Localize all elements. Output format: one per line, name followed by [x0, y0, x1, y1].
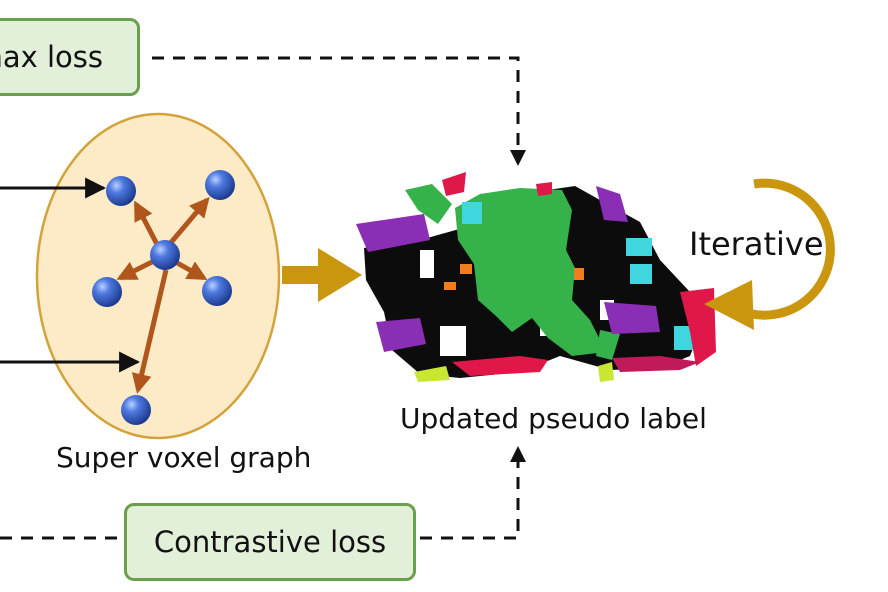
- contrastive-loss-box: Contrastive loss: [124, 503, 416, 581]
- contrastive-loss-label: Contrastive loss: [153, 525, 387, 559]
- dashed-arrowhead-bottom: [510, 446, 526, 462]
- sphere-node-icon: [121, 395, 151, 425]
- circular-arrow-icon: [751, 178, 835, 320]
- dashed-arrowhead-top: [510, 150, 526, 166]
- updated-label-caption: Updated pseudo label: [400, 402, 707, 435]
- big-arrow-icon: [282, 248, 362, 302]
- iterative-caption: Iterative: [689, 225, 824, 263]
- dashed-connector-bottom: [0, 462, 520, 540]
- graph-caption: Super voxel graph: [56, 441, 312, 474]
- dashed-connector-top: [152, 56, 520, 152]
- graph-nodes: [92, 170, 235, 425]
- sphere-node-icon: [205, 170, 235, 200]
- graph-ellipse: [35, 112, 281, 440]
- point-cloud-icon: [356, 172, 716, 382]
- sphere-node-icon: [150, 240, 180, 270]
- loop-arrowhead-icon: [704, 280, 754, 330]
- graph-edges: [116, 196, 210, 394]
- sphere-node-icon: [202, 276, 232, 306]
- sphere-node-icon: [106, 176, 136, 206]
- top-loss-box: max loss: [0, 18, 140, 96]
- sphere-node-icon: [92, 277, 122, 307]
- top-loss-label: max loss: [0, 40, 103, 74]
